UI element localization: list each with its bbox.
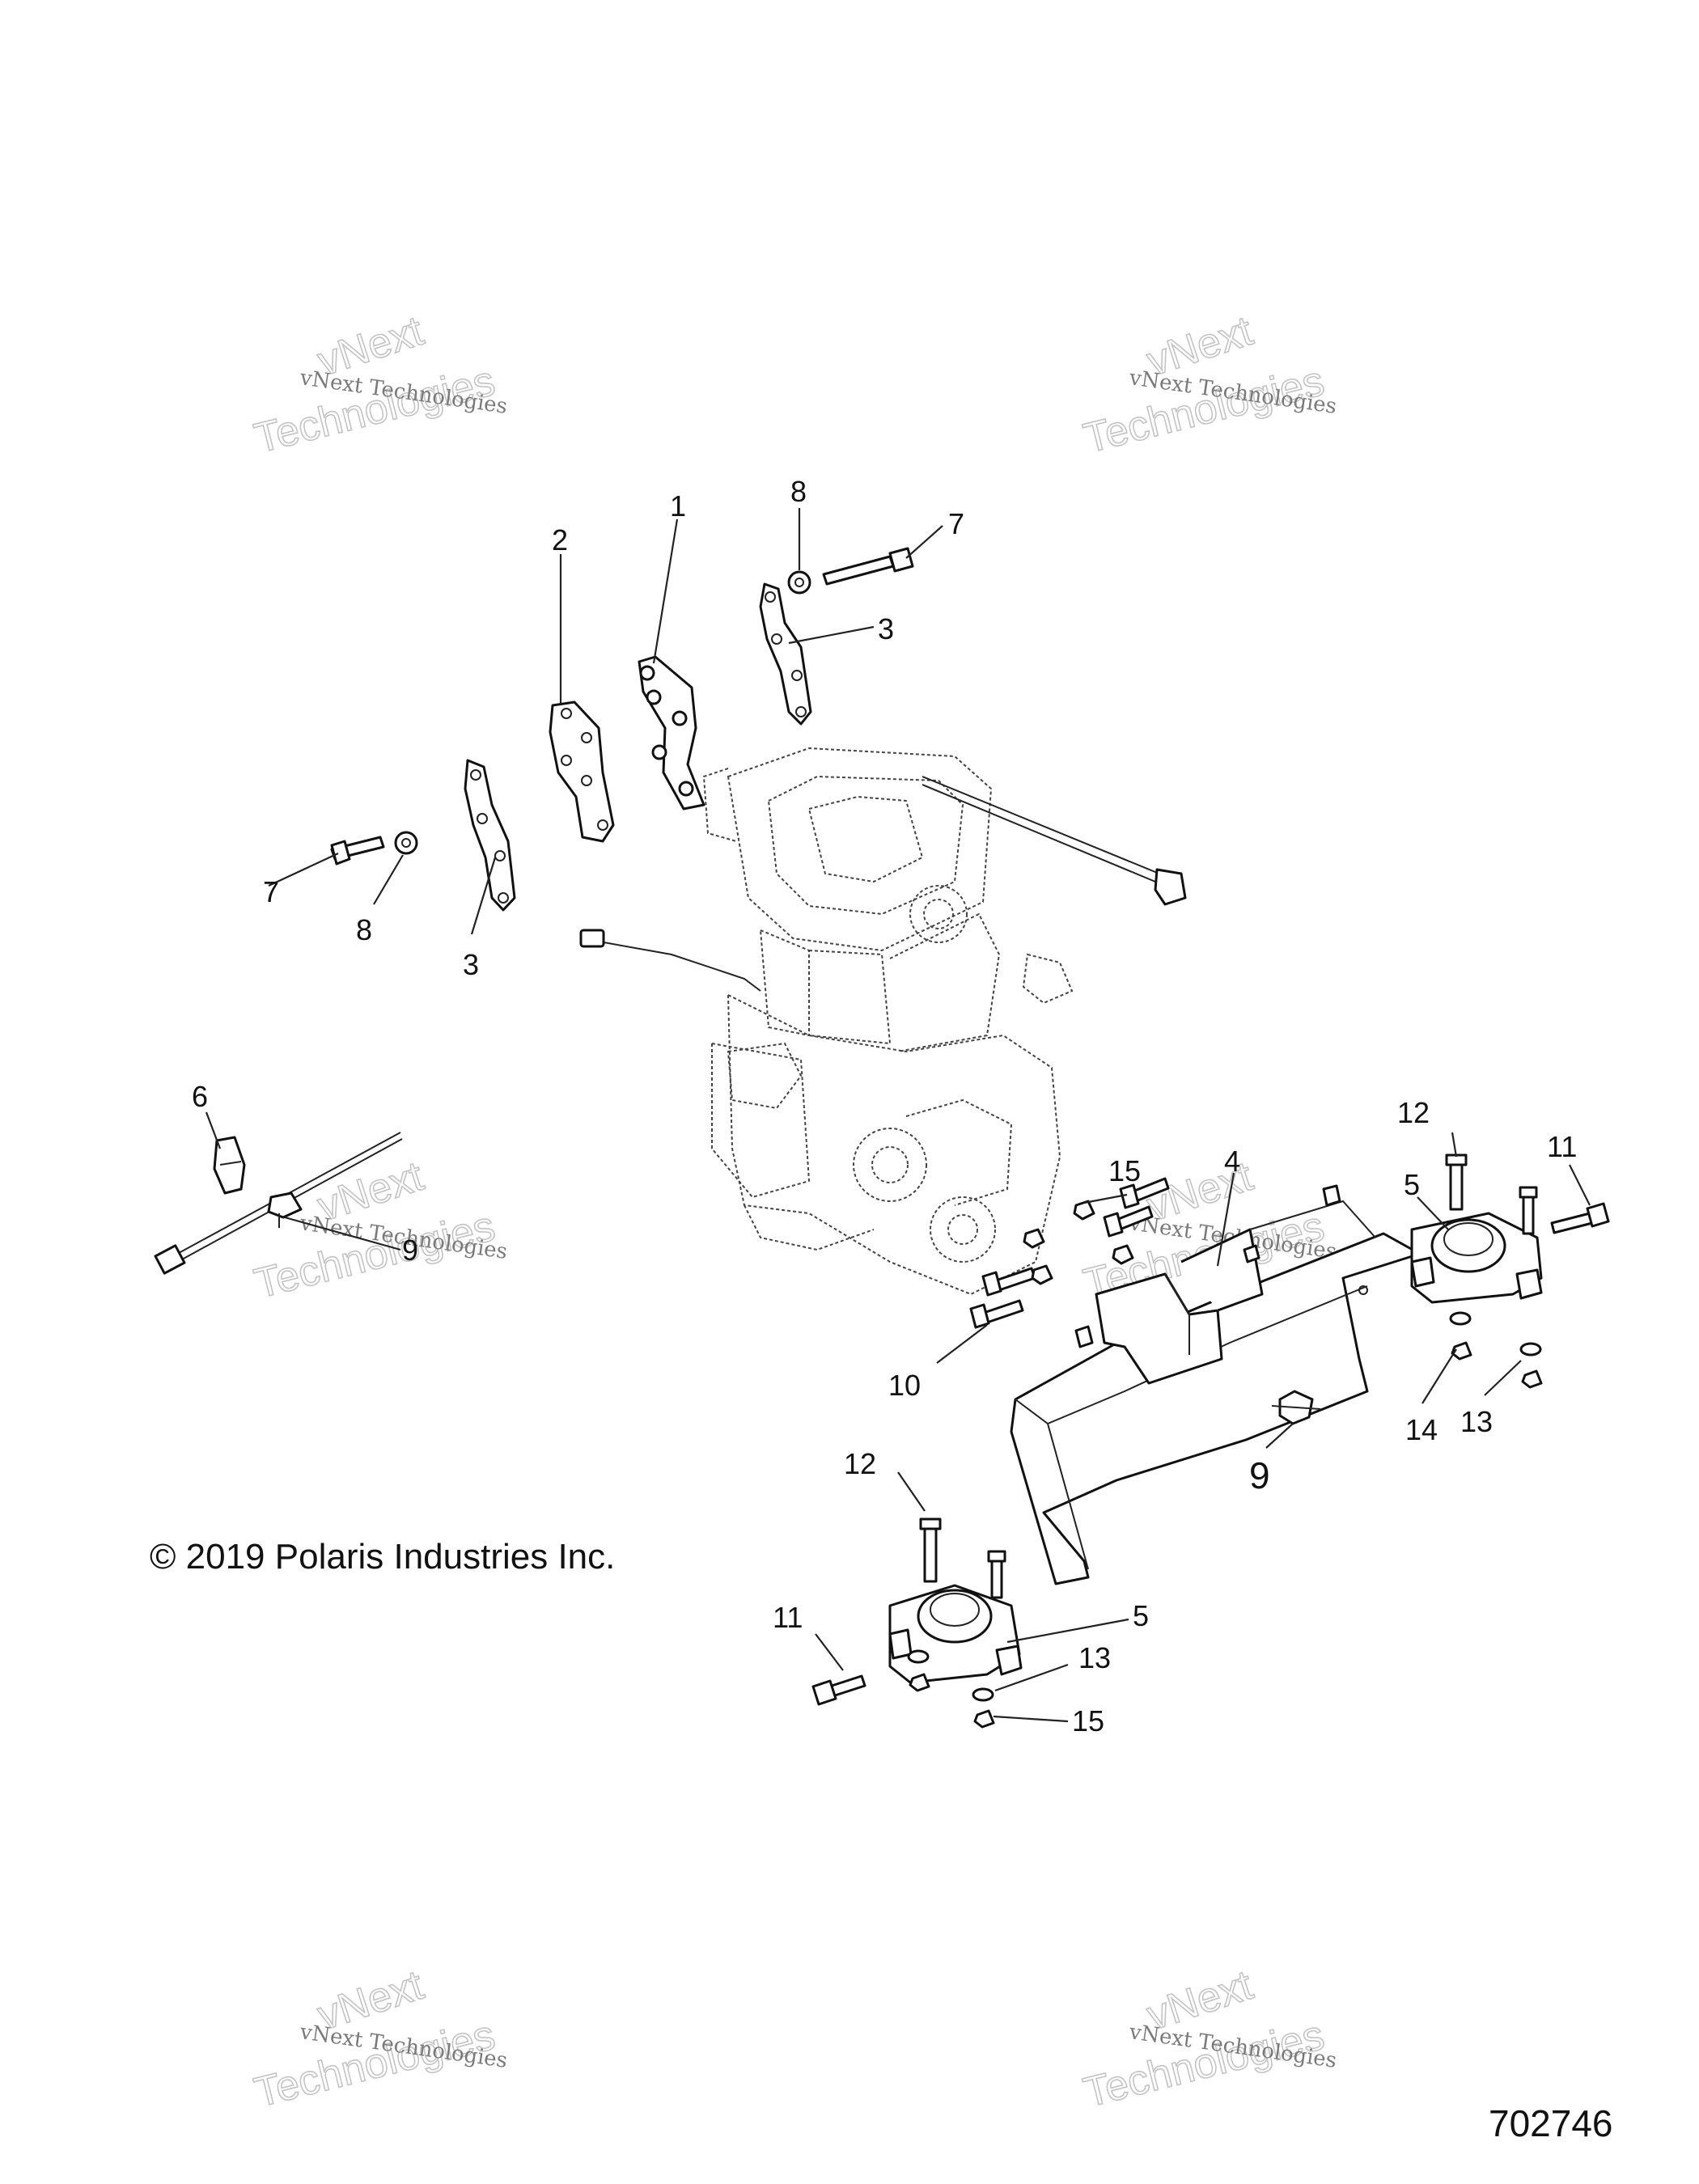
callout-numbers: 1 2 3 3 4 5 5 6 7 7 8 8 9 9 10 11 11 12 … bbox=[192, 475, 1577, 1737]
part-13-14-washers-right bbox=[1449, 1311, 1543, 1389]
watermark-top-left: vNext Technologies vNext Technologies bbox=[249, 307, 509, 463]
frame-hardware bbox=[1074, 1184, 1341, 1348]
leader-lines bbox=[205, 508, 1591, 1723]
callout-7-lower: 7 bbox=[263, 875, 279, 908]
callout-9-clamp: 9 bbox=[1249, 1454, 1270, 1496]
watermark-bottom-right: vNext Technologies vNext Technologies bbox=[1078, 1961, 1338, 2117]
part-3-plate-lower bbox=[464, 759, 516, 912]
part-15-nuts-middle bbox=[1023, 1200, 1134, 1285]
callout-12-right: 12 bbox=[1397, 1096, 1430, 1129]
part-12-bolt-bottom bbox=[919, 1517, 1006, 1599]
part-1-bracket bbox=[638, 655, 705, 811]
part-5-engine-mount-bottom bbox=[888, 1584, 1023, 1684]
part-8-washer-lower bbox=[394, 831, 418, 855]
watermark-top-right: vNext Technologies vNext Technologies bbox=[1078, 307, 1338, 463]
callout-11-right: 11 bbox=[1547, 1130, 1577, 1163]
callout-15-bottom: 15 bbox=[1072, 1704, 1104, 1737]
engine-assembly bbox=[579, 747, 1187, 1296]
part-4-frame-bracket bbox=[1010, 1200, 1421, 1585]
callout-14: 14 bbox=[1405, 1413, 1438, 1446]
part-11-bolt-bottom bbox=[811, 1674, 866, 1706]
callout-6: 6 bbox=[192, 1080, 208, 1113]
part-3-plate-upper bbox=[759, 582, 812, 726]
callout-3-upper: 3 bbox=[878, 612, 894, 645]
callout-13-right: 13 bbox=[1460, 1405, 1493, 1438]
part-7-bolt-lower bbox=[330, 836, 385, 866]
callout-5-bottom: 5 bbox=[1133, 1599, 1149, 1632]
part-13-15-washers-bottom bbox=[907, 1649, 995, 1729]
callout-9-left: 9 bbox=[402, 1234, 418, 1267]
callout-2: 2 bbox=[552, 523, 568, 557]
part-10-bolts bbox=[969, 1177, 1170, 1329]
callout-3-lower: 3 bbox=[463, 948, 479, 981]
callout-11-bottom: 11 bbox=[773, 1601, 803, 1634]
callout-7-upper: 7 bbox=[948, 507, 964, 540]
part-2-bracket bbox=[549, 700, 615, 843]
callout-12-bottom: 12 bbox=[844, 1447, 876, 1480]
part-11-bolt-right bbox=[1550, 1202, 1610, 1234]
drawing-number: 702746 bbox=[1489, 2102, 1613, 2144]
copyright-notice: © 2019 Polaris Industries Inc. bbox=[150, 1537, 616, 1577]
part-7-bolt-upper bbox=[822, 547, 914, 586]
callout-8-upper: 8 bbox=[790, 475, 807, 508]
callout-8-lower: 8 bbox=[356, 913, 372, 946]
part-8-washer-upper bbox=[787, 570, 811, 595]
callout-4: 4 bbox=[1224, 1145, 1240, 1178]
callout-10: 10 bbox=[888, 1369, 921, 1402]
callout-1: 1 bbox=[670, 489, 686, 523]
part-9-clamp bbox=[1271, 1390, 1321, 1425]
part-9-tie-strap-left bbox=[154, 1132, 403, 1275]
part-5-engine-mount-right bbox=[1410, 1212, 1543, 1304]
part-6-clip bbox=[213, 1136, 246, 1195]
callout-13-bottom: 13 bbox=[1078, 1641, 1111, 1674]
callout-15-middle: 15 bbox=[1108, 1154, 1141, 1187]
watermark-bottom-left: vNext Technologies vNext Technologies bbox=[249, 1961, 509, 2117]
part-12-bolt-right bbox=[1445, 1153, 1538, 1235]
callout-5-right: 5 bbox=[1404, 1168, 1420, 1201]
watermark-mid-left: vNext Technologies vNext Technologies bbox=[249, 1152, 509, 1308]
